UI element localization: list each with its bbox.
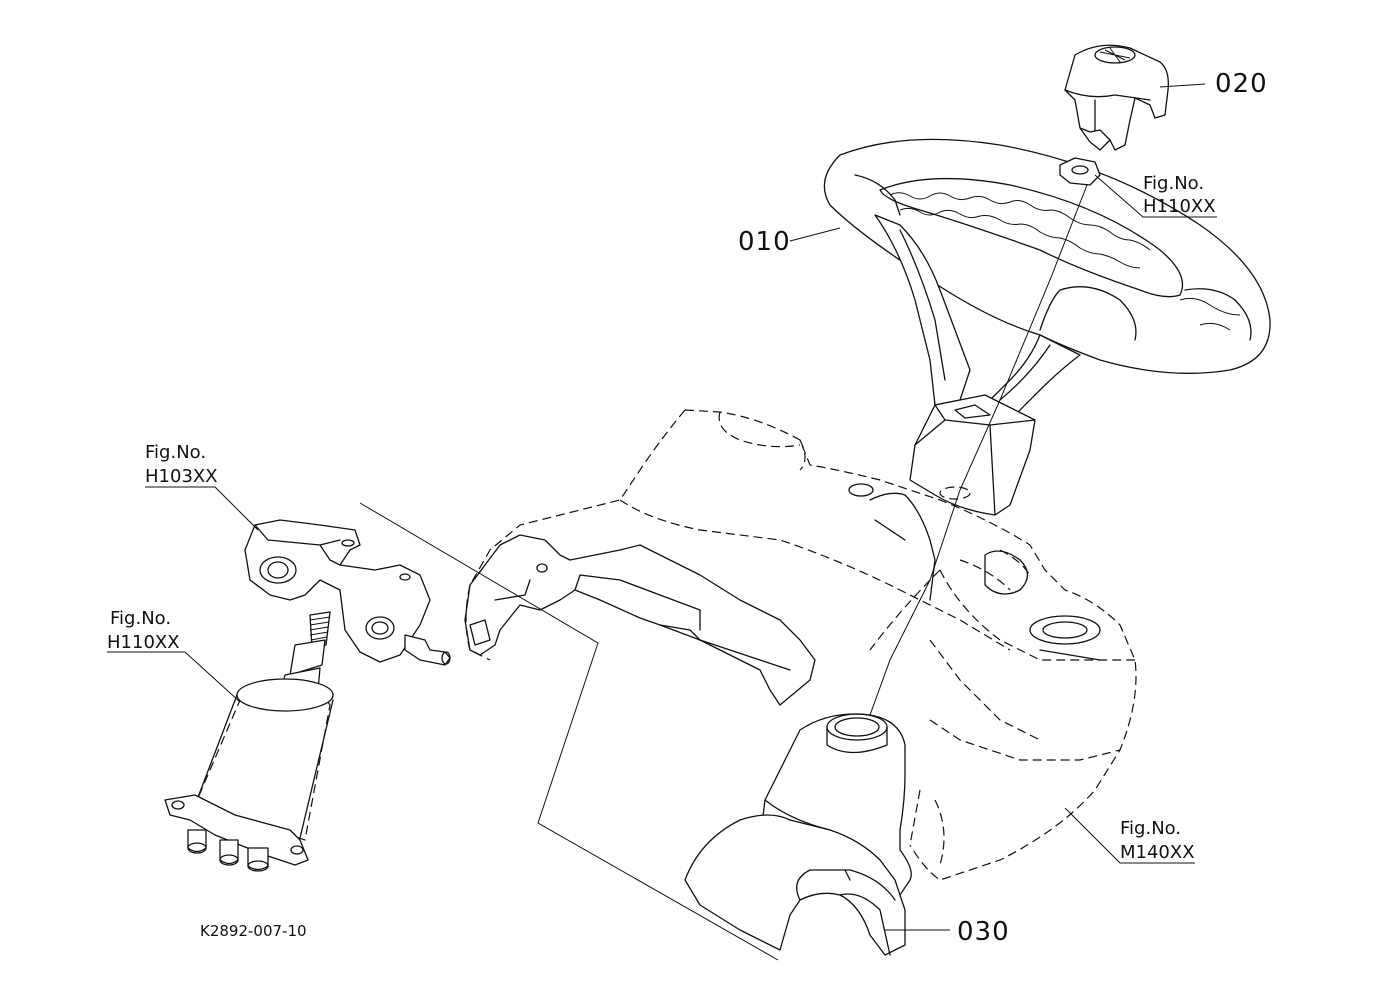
ref-code-h110xx-left: H110XX: [107, 632, 180, 653]
dashboard-console: [464, 409, 1137, 881]
ref-label-h110xx-left: Fig.No.: [110, 608, 171, 629]
steering-wheel: [823, 138, 1271, 516]
callout-010: 010: [738, 227, 791, 257]
ref-label-h103xx: Fig.No.: [145, 442, 206, 463]
diagram-code: K2892-007-10: [200, 922, 307, 940]
assembly-axis: [869, 184, 1088, 716]
ref-code-m140xx: M140XX: [1120, 842, 1195, 863]
column-boot: [684, 713, 912, 956]
mounting-bracket: [244, 519, 451, 666]
ref-code-h103xx: H103XX: [145, 466, 218, 487]
ref-label-m140xx: Fig.No.: [1120, 818, 1181, 839]
callout-020: 020: [1215, 69, 1268, 99]
steering-unit: [164, 611, 334, 872]
leader-lines: [107, 83, 1217, 961]
ref-label-h110xx-top: Fig.No.: [1143, 173, 1204, 194]
steering-cap: [1059, 44, 1169, 186]
ref-code-h110xx-top: H110XX: [1143, 196, 1216, 217]
callout-030: 030: [957, 917, 1010, 947]
